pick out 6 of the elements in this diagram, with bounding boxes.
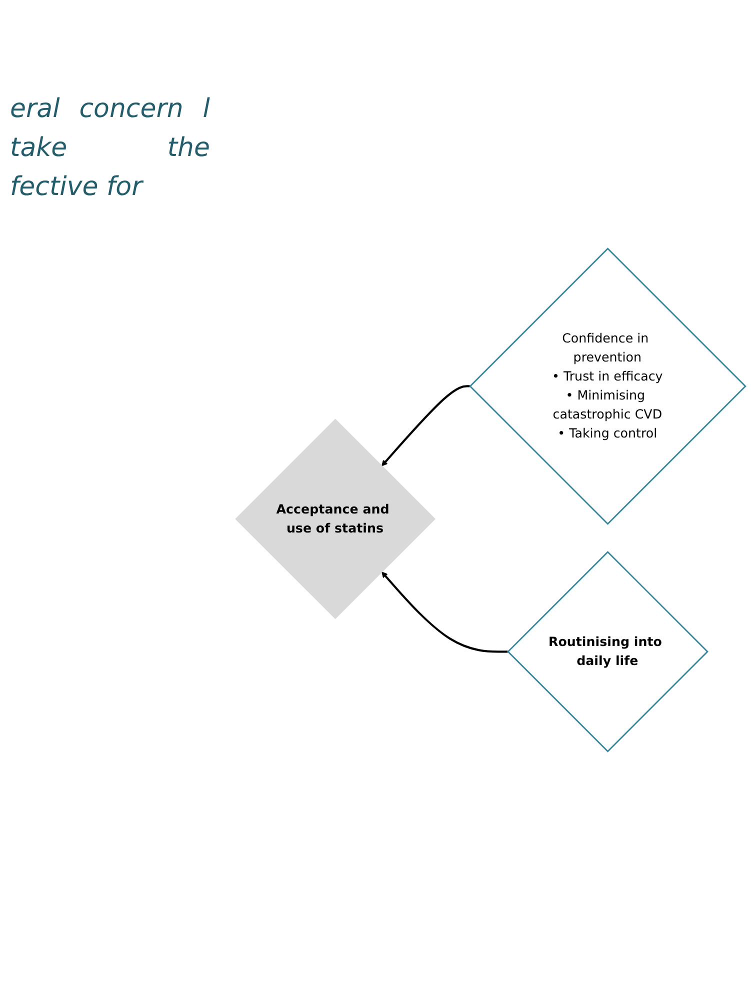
arrow	[381, 572, 508, 653]
arrow	[381, 385, 470, 466]
node-diamond: Routinising into daily life	[507, 550, 708, 752]
node-diamond: Acceptance and use of statins	[235, 418, 436, 620]
note-text: eral concern l take the fective for	[10, 93, 210, 204]
node-diamond: Confidence in prevention • Trust in efficacy • Minimising catastrophic CVD • Taking control	[469, 248, 746, 525]
